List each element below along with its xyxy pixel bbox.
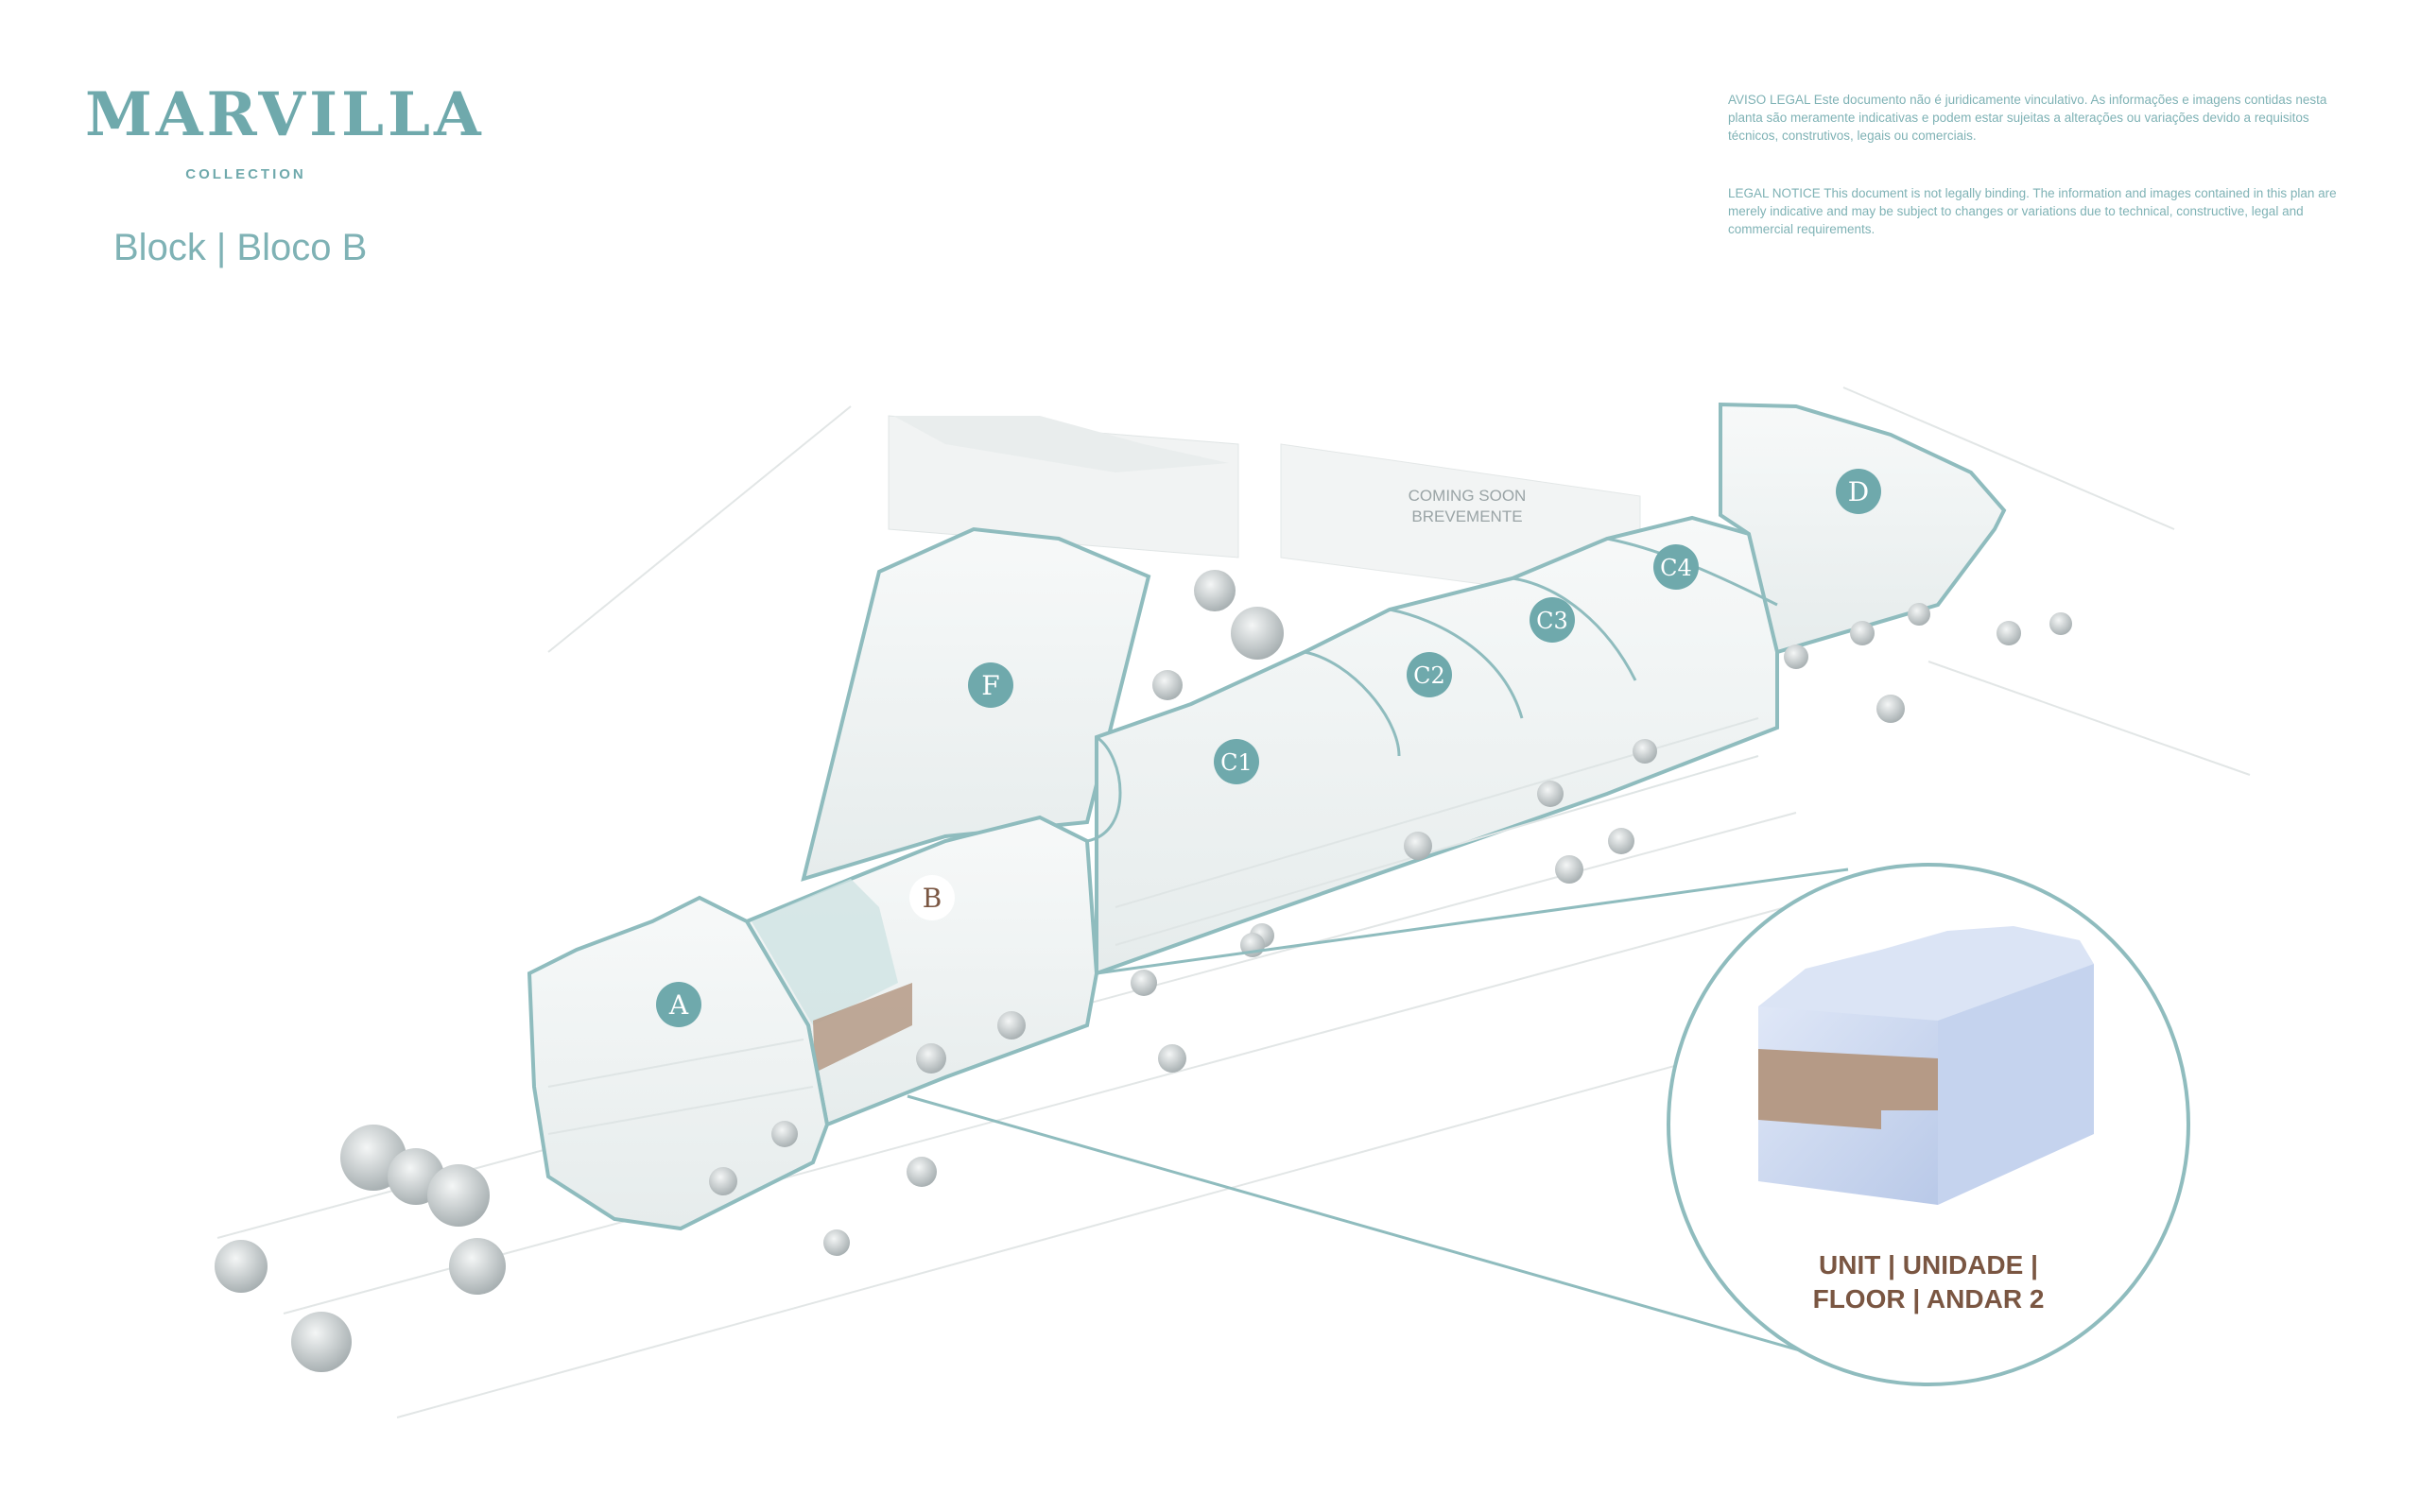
block-c3-label: C3 (1536, 608, 1568, 634)
coming-soon-line2: BREVEMENTE (1411, 507, 1522, 525)
page-title: Block | Bloco B (113, 227, 368, 268)
background-buildings (888, 415, 1641, 606)
detail-callout: UNIT | UNIDADE | FLOOR | ANDAR 2 (1667, 863, 2190, 1386)
block-b-badge[interactable]: B (909, 875, 955, 920)
block-d-label: D (1848, 476, 1869, 507)
callout-lines (907, 868, 1849, 1358)
coming-soon-line1: COMING SOON (1409, 487, 1527, 505)
block-f-label: F (981, 670, 999, 701)
detail-building-roof (1758, 926, 2094, 1040)
block-a-label: A (668, 989, 689, 1021)
block-d-outline[interactable] (1719, 402, 2007, 655)
detail-building-side (1938, 964, 2094, 1205)
legal-notice-pt: AVISO LEGAL Este documento não é juridic… (1728, 93, 2327, 143)
block-f-outline[interactable] (801, 526, 1151, 882)
detail-label-line2: FLOOR | ANDAR 2 (1813, 1284, 2045, 1314)
detail-label-line1: UNIT | UNIDADE | (1819, 1250, 2038, 1280)
legal-notice-en: LEGAL NOTICE This document is not legall… (1728, 186, 2337, 236)
block-a-badge[interactable]: A (656, 982, 701, 1027)
block-c-wing[interactable] (1095, 515, 1779, 976)
brand-subtitle: COLLECTION (185, 166, 306, 182)
block-f-badge[interactable]: F (968, 662, 1013, 708)
trees (215, 570, 2072, 1372)
block-b-roof (752, 879, 898, 1025)
block-c3-badge[interactable]: C3 (1530, 597, 1575, 643)
block-labels: A B F C1 C2 C3 C4 D (656, 469, 1881, 1027)
block-c2-label: C2 (1413, 662, 1445, 689)
block-d-badge[interactable]: D (1836, 469, 1881, 514)
block-c1-badge[interactable]: C1 (1214, 739, 1259, 784)
building-complex (527, 402, 2007, 1231)
block-c2-badge[interactable]: C2 (1407, 652, 1452, 697)
block-c1-label: C1 (1220, 749, 1253, 776)
block-b-label: B (923, 883, 942, 914)
block-b-floor-2-highlight[interactable] (813, 983, 912, 1073)
block-c4-label: C4 (1660, 555, 1692, 581)
detail-floor-2-highlight[interactable] (1758, 1049, 1938, 1129)
block-c4-badge[interactable]: C4 (1653, 544, 1699, 590)
